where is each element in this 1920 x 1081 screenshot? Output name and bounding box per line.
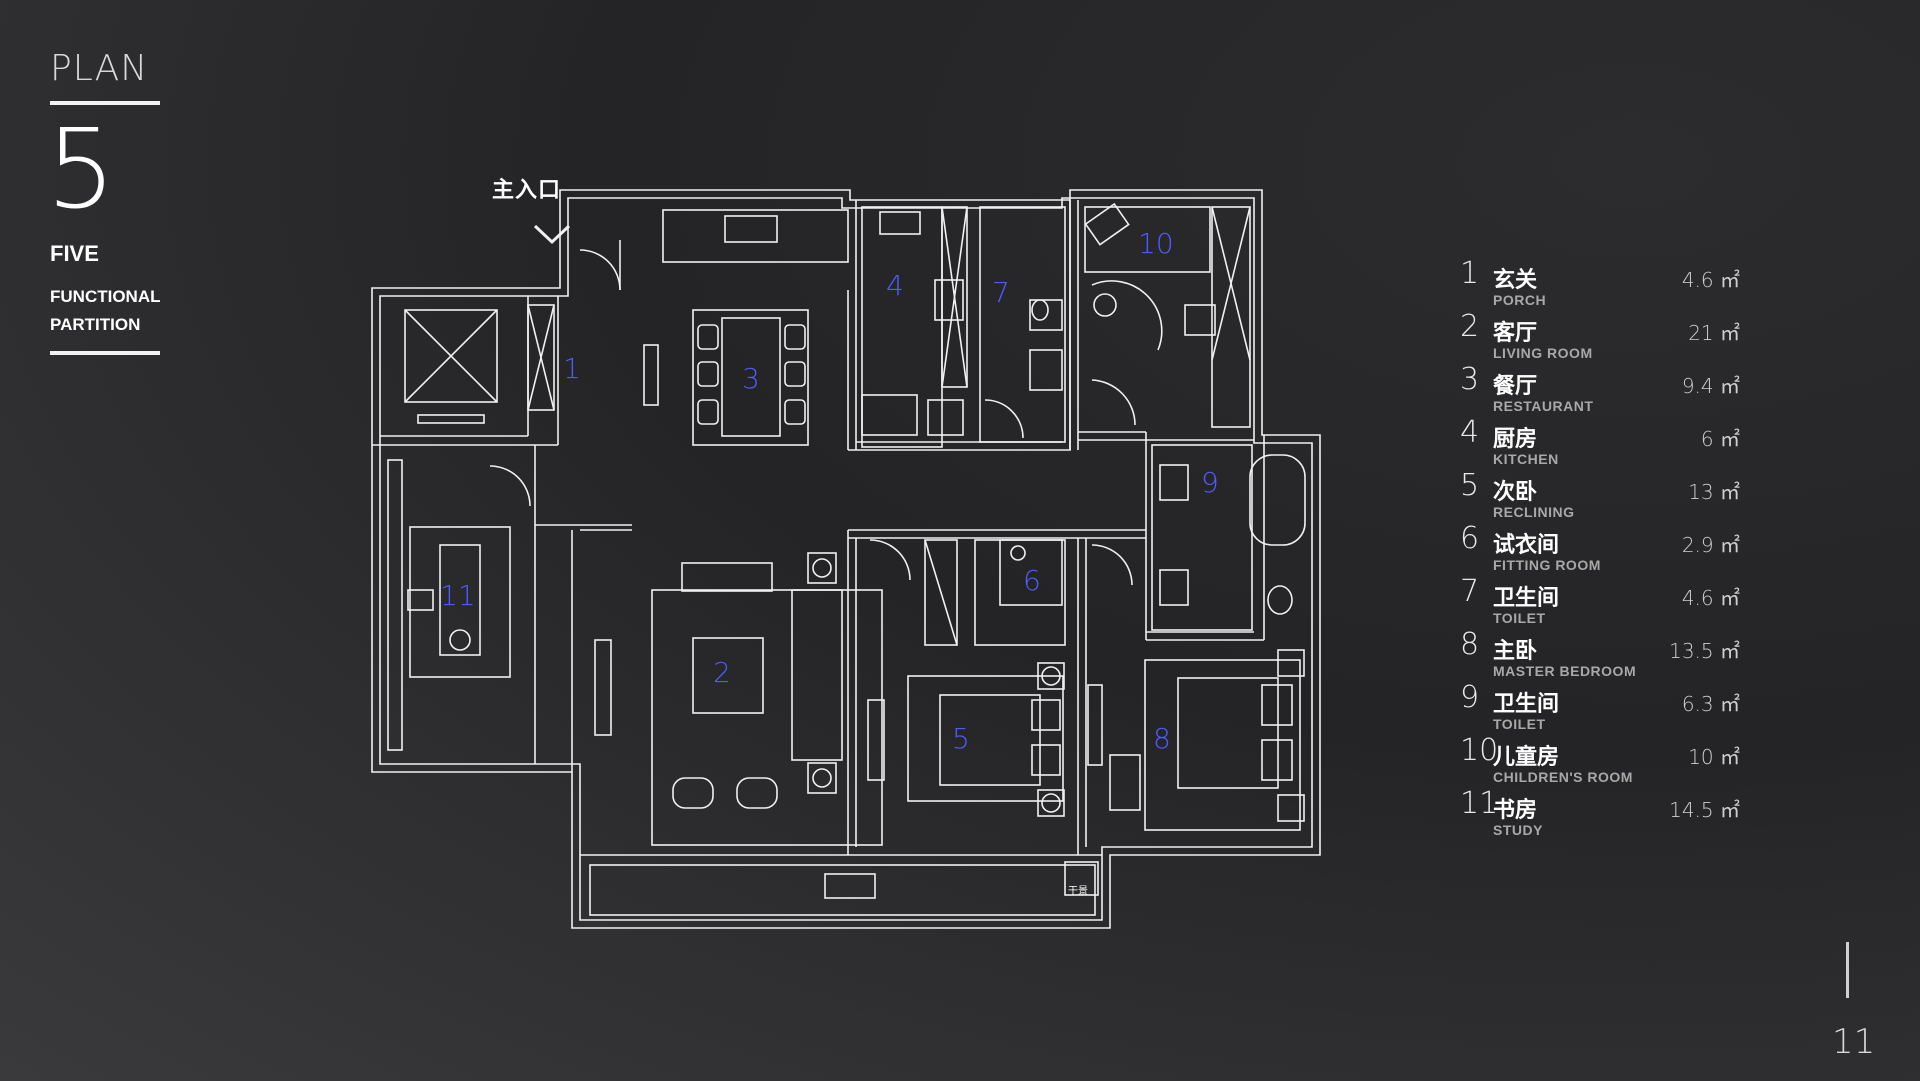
- legend-area: 6 ㎡: [1700, 427, 1740, 451]
- main-entrance-label: 主入口: [492, 177, 562, 202]
- legend-chinese-name: 次卧: [1493, 479, 1538, 504]
- legend-english-name: TOILET: [1493, 716, 1546, 732]
- page-number: 11: [1832, 1022, 1876, 1062]
- room-number-6: 6: [1023, 564, 1041, 597]
- room-number-2: 2: [713, 656, 731, 689]
- elevator-box: [404, 309, 498, 424]
- legend-chinese-name: 玄关: [1493, 267, 1538, 292]
- room-number-10: 10: [1138, 227, 1174, 260]
- legend-english-name: RESTAURANT: [1493, 398, 1594, 414]
- legend-area: 9.4 ㎡: [1681, 374, 1740, 398]
- legend-number: 3: [1460, 362, 1480, 397]
- legend-area: 2.9 ㎡: [1681, 533, 1740, 557]
- subtitle-divider: [50, 351, 160, 355]
- legend-number: 8: [1460, 627, 1480, 662]
- childrens-room-furniture: [1084, 202, 1251, 428]
- outer-walls: [371, 189, 1321, 929]
- legend-english-name: MASTER BEDROOM: [1493, 663, 1637, 679]
- legend-area: 4.6 ㎡: [1681, 586, 1740, 610]
- legend-english-name: RECLINING: [1493, 504, 1575, 520]
- subtitle-line1: FUNCTIONAL: [50, 287, 161, 306]
- legend-chinese-name: 客厅: [1493, 320, 1538, 345]
- room-number-1: 1: [563, 352, 581, 385]
- title-block: PLAN 5 FIVE FUNCTIONAL PARTITION: [46, 48, 190, 355]
- legend-chinese-name: 厨房: [1493, 426, 1538, 451]
- title-divider: [50, 101, 160, 105]
- legend-chinese-name: 主卧: [1493, 638, 1538, 663]
- room-number-7: 7: [992, 276, 1010, 309]
- plan-number: 5: [46, 105, 116, 233]
- legend-number: 4: [1460, 415, 1480, 450]
- legend-chinese-name: 卫生间: [1493, 585, 1560, 610]
- dining-table: [662, 209, 849, 446]
- legend-english-name: PORCH: [1493, 292, 1547, 308]
- room-number-11: 11: [440, 579, 476, 612]
- room-number-5: 5: [952, 722, 970, 755]
- legend-number: 7: [1460, 574, 1480, 609]
- legend-number: 6: [1460, 521, 1480, 556]
- legend-english-name: KITCHEN: [1493, 451, 1559, 467]
- dry-scene-label: 干景: [1068, 886, 1088, 897]
- room-number-8: 8: [1153, 722, 1171, 755]
- legend-chinese-name: 儿童房: [1493, 744, 1560, 769]
- legend-chinese-name: 卫生间: [1493, 691, 1560, 716]
- legend-area: 10 ㎡: [1688, 745, 1740, 769]
- legend-english-name: TOILET: [1493, 610, 1546, 626]
- legend-number: 10: [1460, 733, 1499, 768]
- living-room-furniture: [594, 552, 883, 846]
- entrance-door: [533, 224, 621, 291]
- page-indicator-bar: [1846, 942, 1849, 998]
- legend-area: 21 ㎡: [1688, 321, 1740, 345]
- plan-title: PLAN: [50, 48, 149, 89]
- toilet-9-fixtures: [1151, 444, 1306, 631]
- legend-number: 5: [1460, 468, 1480, 503]
- bedroom-5-furniture: [867, 662, 1065, 817]
- room-number-3: 3: [742, 362, 760, 395]
- study-furniture: [387, 459, 531, 751]
- legend-english-name: LIVING ROOM: [1493, 345, 1593, 361]
- plan-number-word: FIVE: [50, 241, 99, 266]
- legend-english-name: CHILDREN'S ROOM: [1493, 769, 1633, 785]
- toilet-7-fixtures: [979, 206, 1066, 443]
- balcony: [589, 861, 1099, 916]
- legend-area: 13.5 ㎡: [1669, 639, 1740, 663]
- legend-area: 6.3 ㎡: [1681, 692, 1740, 716]
- legend-number: 1: [1460, 256, 1480, 291]
- legend-number: 2: [1460, 309, 1480, 344]
- subtitle-block: FUNCTIONAL PARTITION: [50, 283, 190, 339]
- subtitle-line2: PARTITION: [50, 315, 141, 334]
- legend-number: 11: [1460, 786, 1499, 821]
- legend-number: 9: [1460, 680, 1480, 715]
- master-bedroom-furniture: [1087, 544, 1305, 831]
- room-numbers: 1 2 3 4 5 6 7 8 9 10 11: [440, 227, 1219, 755]
- legend-chinese-name: 书房: [1493, 797, 1538, 822]
- legend-english-name: STUDY: [1493, 822, 1543, 838]
- legend-chinese-name: 餐厅: [1493, 373, 1538, 398]
- room-number-9: 9: [1201, 466, 1219, 499]
- legend-area: 14.5 ㎡: [1669, 798, 1740, 822]
- room-number-4: 4: [886, 269, 904, 302]
- legend-area: 13 ㎡: [1688, 480, 1740, 504]
- kitchen-fixtures: [861, 206, 968, 448]
- legend-area: 4.6 ㎡: [1681, 268, 1740, 292]
- legend-chinese-name: 试衣间: [1493, 532, 1560, 557]
- porch-cabinet: [527, 304, 659, 411]
- fitting-room-fixtures: [869, 539, 1066, 646]
- legend-english-name: FITTING ROOM: [1493, 557, 1601, 573]
